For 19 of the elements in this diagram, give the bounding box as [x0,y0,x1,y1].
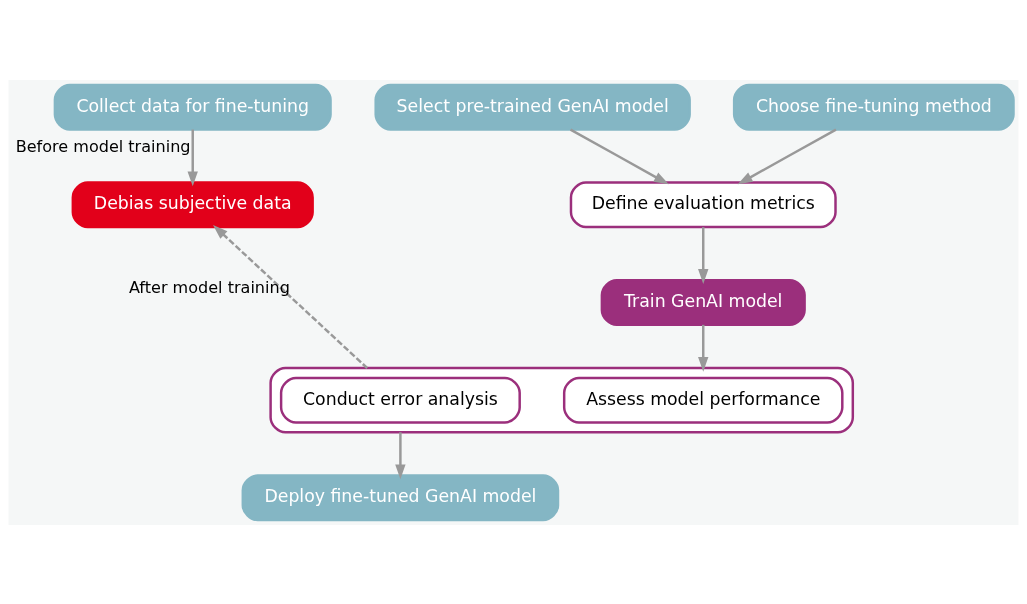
cluster [269,366,855,434]
arrow [698,324,709,372]
arrow [187,129,198,186]
node-box: Deploy fine-tuned GenAI model [241,473,560,521]
node-box: Collect data for fine-tuning [53,83,332,131]
arrow [698,226,709,284]
node-box: Debias subjective data [71,180,314,228]
arrow [395,431,406,479]
node-box: Train GenAI model [600,278,806,326]
arrow [213,224,368,369]
edge-label: After model training [128,277,290,297]
node-box: Conduct error analysis [279,376,521,424]
node-box: Select pre-trained GenAI model [374,83,691,131]
node-box: Assess model performance [562,376,844,424]
arrow [569,128,669,184]
edge-label: Before model training [15,136,191,156]
node-box: Define evaluation metrics [569,180,837,228]
arrow [737,128,837,184]
node-box: Choose fine-tuning method [732,83,1015,131]
